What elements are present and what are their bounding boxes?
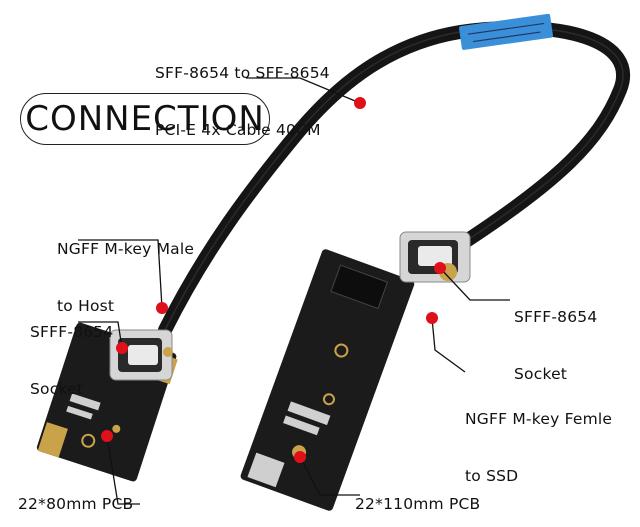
pointer-line-pcb-110 (299, 456, 360, 496)
pointer-line-ngff-male (78, 239, 163, 309)
label-cable: SFF-8654 to SFF-8654 PCI-E 4x Cable 40CM (155, 64, 330, 139)
pointer-dot (294, 451, 306, 463)
label-socket-left: SFFF-8654 Socket (30, 323, 114, 398)
pointer-line-cable (246, 77, 361, 104)
pointer-line-ngff-female (431, 317, 466, 373)
pointer-dot (434, 262, 446, 274)
label-ngff-male: NGFF M-key Male to Host (57, 240, 195, 315)
cable-tag (459, 13, 553, 50)
pointer-dot (116, 342, 128, 354)
pointer-dot (156, 302, 168, 314)
socket-right (399, 231, 471, 283)
connection-pill: CONNECTION (20, 93, 270, 145)
pointer-dot (354, 97, 366, 109)
pointer-dot (101, 430, 113, 442)
label-ngff-female: NGFF M-key Femle to SSD (465, 410, 613, 485)
pointer-line-socket-left (78, 321, 123, 349)
pointer-line-pcb-80 (106, 435, 140, 505)
label-pcb-110: 22*110mm PCB (355, 495, 481, 513)
socket-left (109, 329, 173, 381)
connection-title: CONNECTION (25, 99, 265, 139)
pointer-dot (426, 312, 438, 324)
pcb-110mm (240, 249, 415, 511)
label-socket-right: SFFF-8654 Socket (514, 308, 598, 383)
pointer-line-socket-right (439, 267, 510, 301)
label-pcb-80: 22*80mm PCB (18, 495, 134, 513)
